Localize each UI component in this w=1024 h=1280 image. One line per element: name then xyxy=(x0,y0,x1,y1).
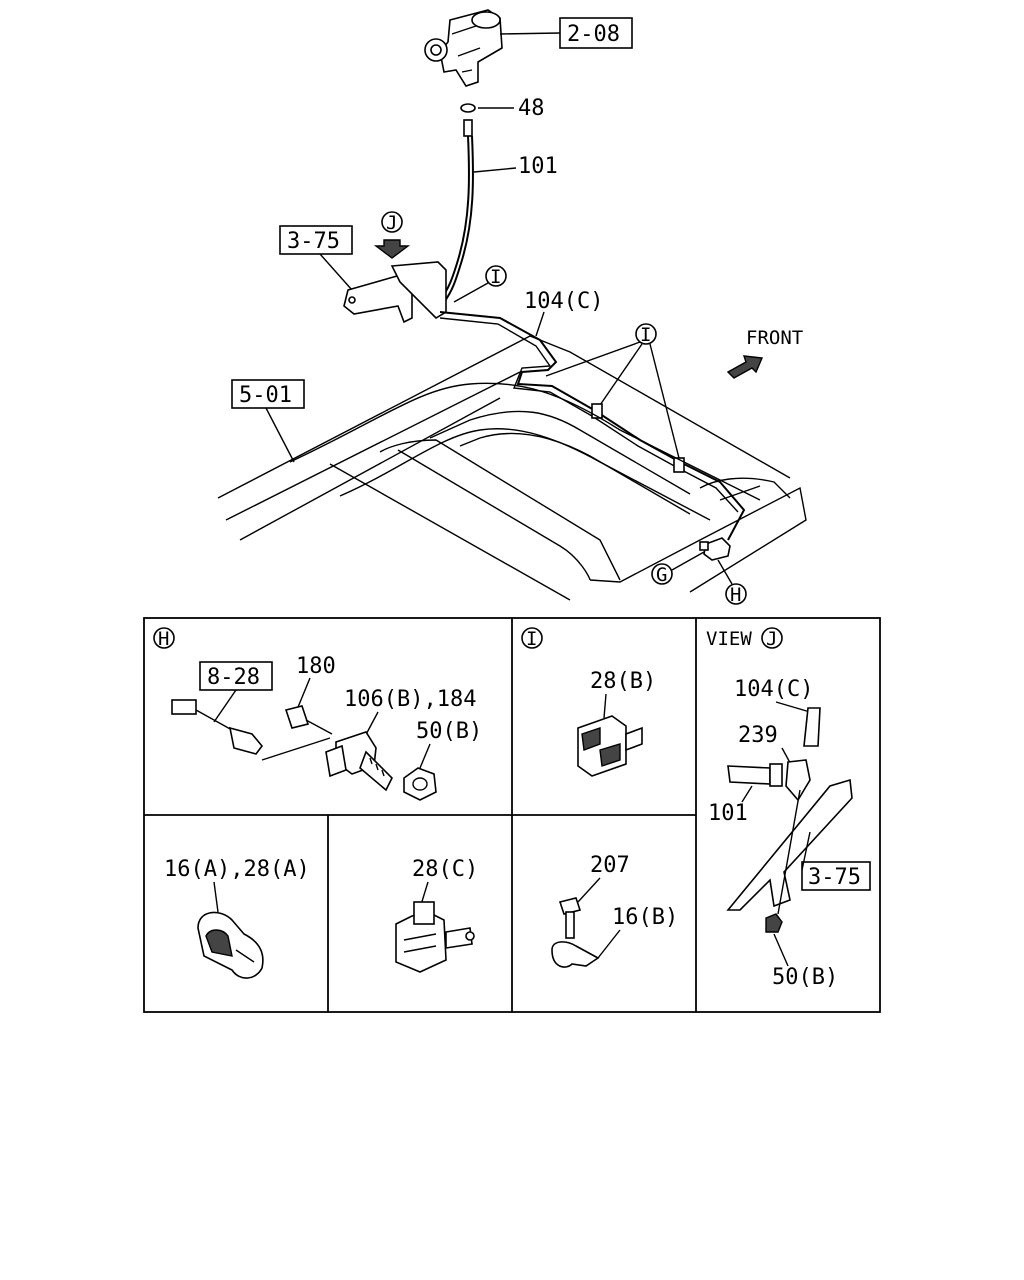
svg-text:16(B): 16(B) xyxy=(612,905,678,930)
nut-50b-view xyxy=(765,913,783,933)
pipe-end-104c xyxy=(803,707,821,747)
svg-text:106(B),184: 106(B),184 xyxy=(344,687,476,712)
ref-box-5-01: 5-01 xyxy=(231,379,305,409)
svg-text:180: 180 xyxy=(296,654,336,679)
ref-box-2-08: 2-08 xyxy=(559,17,633,49)
svg-text:H: H xyxy=(158,628,169,650)
svg-text:50(B): 50(B) xyxy=(772,965,838,990)
svg-text:H: H xyxy=(730,584,741,606)
svg-text:3-75: 3-75 xyxy=(808,865,861,890)
washer-48 xyxy=(460,103,476,113)
ref-box-3-75: 3-75 xyxy=(279,225,353,255)
svg-text:207: 207 xyxy=(590,853,630,878)
union-239 xyxy=(785,759,811,802)
view-j-arrow xyxy=(373,239,411,259)
callout-104c: 104(C) xyxy=(524,289,603,314)
svg-text:16(A),28(A): 16(A),28(A) xyxy=(164,857,310,882)
svg-text:I: I xyxy=(490,266,501,288)
bracket-3-75 xyxy=(343,261,447,324)
svg-text:5-01: 5-01 xyxy=(239,383,292,408)
tee-fitting-106b xyxy=(325,731,393,792)
panel-207-16b: 207 16(B) xyxy=(551,853,678,968)
clamp-16b xyxy=(551,941,600,968)
svg-text:50(B): 50(B) xyxy=(416,719,482,744)
svg-text:G: G xyxy=(656,564,667,586)
marker-g xyxy=(651,563,673,585)
ref-box-8-28 xyxy=(199,661,273,691)
master-component xyxy=(424,9,503,87)
front-label: FRONT xyxy=(746,327,803,349)
connector-gh xyxy=(699,537,731,561)
clip-i-marker xyxy=(485,265,507,287)
marker-h xyxy=(725,583,747,605)
svg-text:J: J xyxy=(386,212,397,234)
clip-28c xyxy=(395,901,475,973)
clip-i-1 xyxy=(591,403,603,419)
nut-50b xyxy=(403,767,437,801)
callout-101: 101 xyxy=(518,154,558,179)
clip-i-2 xyxy=(673,457,685,473)
view-j-marker xyxy=(381,211,403,233)
panel-h: H 8-28 180 106(B),184 50(B) xyxy=(153,627,482,801)
svg-text:28(B): 28(B) xyxy=(590,669,656,694)
sensor-connector xyxy=(171,699,197,715)
ref-box-3-75-view xyxy=(801,861,871,891)
pipe-101 xyxy=(439,119,474,303)
panel-i: I 28(B) xyxy=(521,627,656,777)
plug-180 xyxy=(284,705,310,729)
svg-text:I: I xyxy=(640,324,651,346)
svg-text:VIEW: VIEW xyxy=(706,628,752,650)
svg-text:2-08: 2-08 xyxy=(567,22,620,47)
pipe-end-101 xyxy=(727,765,771,785)
clip-i-marker-2 xyxy=(635,323,657,345)
panel-28c: 28(C) xyxy=(395,857,478,973)
svg-text:104(C): 104(C) xyxy=(734,677,813,702)
bolt-207 xyxy=(558,897,582,939)
panel-16a-28a: 16(A),28(A) xyxy=(164,857,310,979)
svg-text:8-28: 8-28 xyxy=(207,665,260,690)
panel-view-j: VIEW J 104(C) 239 101 3-75 50(B) xyxy=(706,627,871,990)
svg-text:28(C): 28(C) xyxy=(412,857,478,882)
svg-text:239: 239 xyxy=(738,723,778,748)
clip-28b xyxy=(577,715,643,777)
svg-text:J: J xyxy=(766,628,777,650)
svg-text:3-75: 3-75 xyxy=(287,229,340,254)
clamp-16a-28a xyxy=(197,911,264,979)
front-arrow xyxy=(726,355,764,379)
svg-text:101: 101 xyxy=(708,801,748,826)
callout-48: 48 xyxy=(518,96,545,121)
svg-text:I: I xyxy=(526,628,537,650)
vehicle-frame xyxy=(217,335,807,601)
detail-panels-frame xyxy=(143,617,881,1013)
